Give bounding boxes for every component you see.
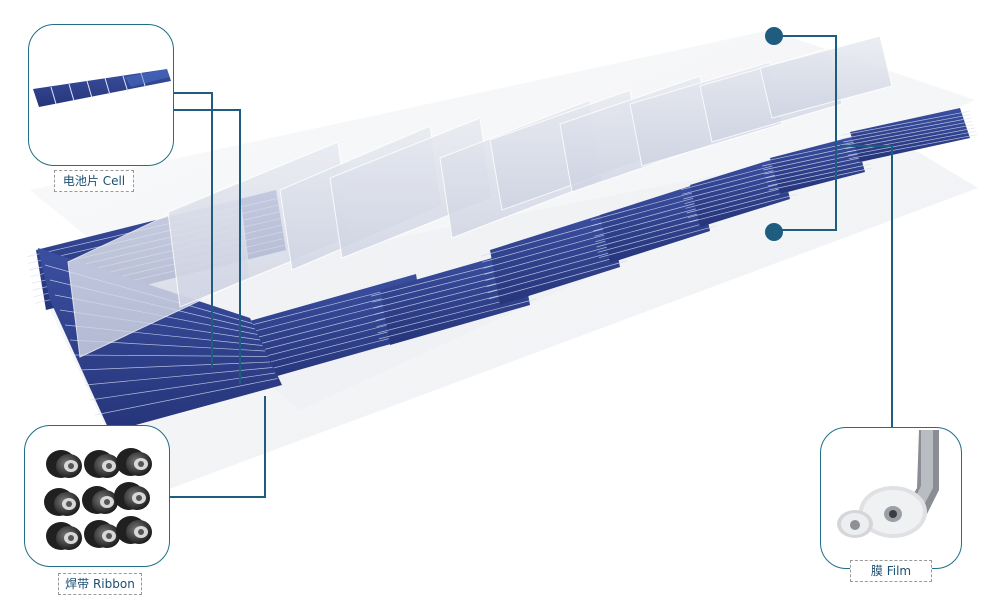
leader-lines: [170, 35, 893, 498]
ribbon-spool-8: [84, 520, 120, 548]
cell-string-8: [841, 108, 977, 162]
ribbon-spool-9: [116, 516, 152, 544]
film-leader-line-bottom: [840, 145, 893, 428]
glass-sheets-layer: [67, 35, 893, 358]
cell-label: 电池片 Cell: [54, 170, 134, 192]
ribbon-label-text: 焊带 Ribbon: [65, 577, 135, 591]
ribbon-spool-2: [84, 450, 120, 478]
ribbon-spools-icon: [44, 448, 152, 550]
ribbon-label: 焊带 Ribbon: [58, 573, 142, 595]
ribbon-spool-1: [46, 450, 82, 478]
ribbon-spool-3: [116, 448, 152, 476]
film-marker-dot-top: [765, 27, 783, 45]
ribbon-callout: [24, 425, 170, 567]
cell-leader-line-2: [172, 109, 241, 384]
film-label-text: 膜 Film: [870, 564, 912, 578]
film-leader-line-top: [774, 35, 837, 231]
ribbon-spool-4: [44, 488, 80, 516]
cell-string-4: [481, 212, 627, 305]
ribbon-spool-7: [46, 522, 82, 550]
ribbon-spool-5: [82, 486, 118, 514]
glass-sheet-10: [759, 35, 893, 119]
film-roll-icon: [837, 430, 939, 538]
bottom-film-layer: [48, 140, 978, 500]
cell-string-5: [591, 183, 717, 263]
ribbon-leader-line: [170, 396, 266, 498]
ribbon-spool-6: [114, 482, 150, 510]
solar-cell-strip-icon: [33, 69, 171, 107]
film-marker-dot-bottom: [765, 223, 783, 241]
film-label: 膜 Film: [850, 560, 932, 582]
cell-leader-line: [172, 92, 213, 368]
film-callout: [820, 427, 962, 569]
cell-string-6: [681, 157, 797, 227]
cell-callout: [28, 24, 174, 166]
cell-label-text: 电池片 Cell: [62, 174, 126, 188]
